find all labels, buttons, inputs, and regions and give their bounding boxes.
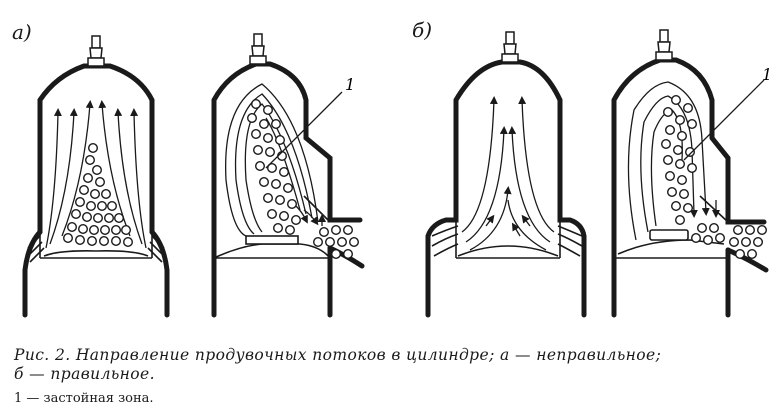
figure-area: а) б) [12, 18, 772, 318]
cylinder-b-right [611, 57, 769, 318]
flow-lines-b-right [627, 81, 720, 241]
cylinder-b-left-inner [431, 220, 583, 259]
injector-icon [249, 33, 267, 65]
panel-b-label: б) [412, 18, 433, 42]
injector-icon [655, 29, 673, 61]
flow-lines-b-left [461, 96, 555, 251]
callout-label-right: 1 [762, 65, 772, 84]
cylinder-a-left-inner [27, 232, 165, 263]
cylinder-b-left [425, 59, 587, 318]
figure-caption: Рис. 2. Направление продувочных потоков … [14, 346, 774, 384]
flow-lines-a-left [45, 100, 147, 249]
legend-note: 1 — застойная зона. [14, 391, 154, 406]
callout-leader-left [265, 91, 343, 169]
cylinder-b-right-inner [614, 195, 729, 259]
panel-a-label: а) [12, 20, 32, 44]
caption-line-1: Рис. 2. Направление продувочных потоков … [14, 346, 662, 364]
caption-line-2: б — правильное. [14, 365, 155, 383]
callout-label-left: 1 [345, 75, 355, 94]
callout-leader-right [683, 79, 765, 161]
cylinder-a-right-inner [213, 195, 331, 259]
injector-icon [87, 35, 105, 67]
cylinder-diagrams: 1 [22, 29, 772, 318]
injector-icon [501, 31, 519, 63]
